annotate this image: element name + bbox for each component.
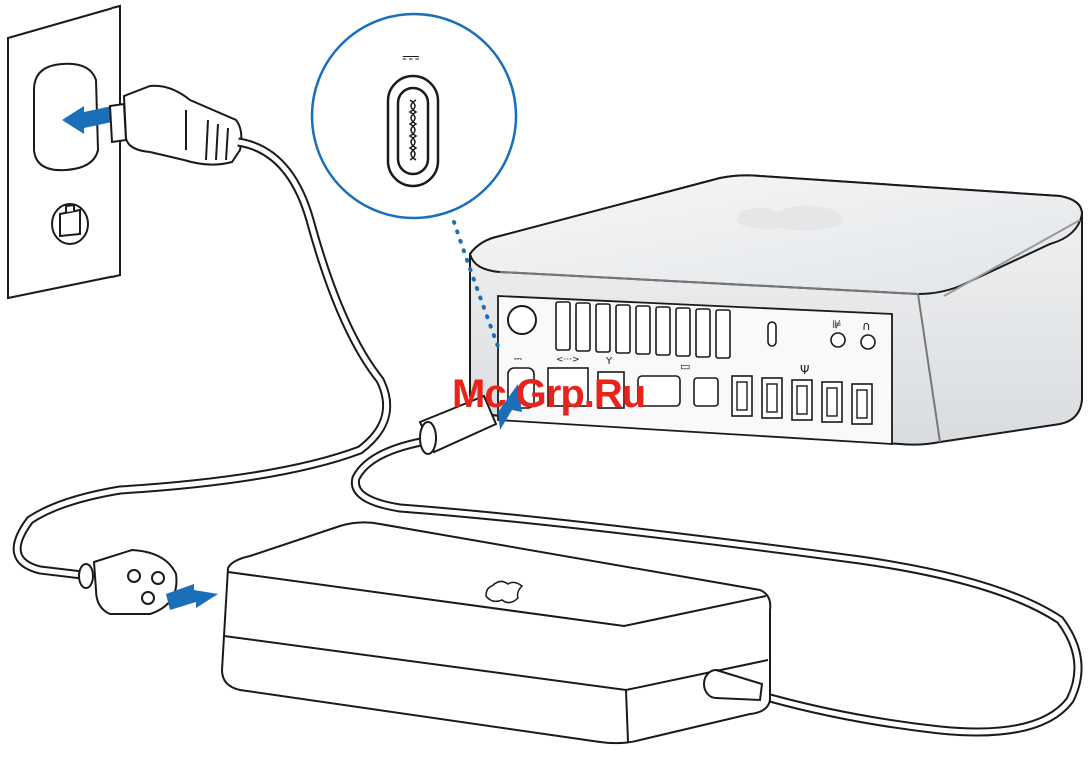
vent-grille (556, 302, 730, 358)
ac-plug (110, 86, 241, 165)
audio-in-symbol: ⊯ (832, 318, 842, 331)
security-slot (768, 322, 776, 346)
power-port-icon (388, 76, 438, 186)
ac-connector (79, 550, 176, 614)
headphone-symbol: ∩ (862, 319, 871, 333)
dc-symbol: ⎓ (402, 45, 420, 70)
firewire-symbol: Y (605, 356, 613, 367)
display-symbol: ▭ (680, 360, 690, 373)
apple-logo-icon (736, 205, 842, 230)
usb-symbol: Ψ (800, 363, 809, 377)
phone-jack-icon (52, 204, 88, 244)
ethernet-symbol: <···> (556, 355, 580, 365)
power-button (508, 306, 536, 334)
dc-plug (420, 396, 496, 454)
dc-port-symbol: ⎓ (514, 354, 522, 365)
power-adapter (222, 522, 770, 743)
